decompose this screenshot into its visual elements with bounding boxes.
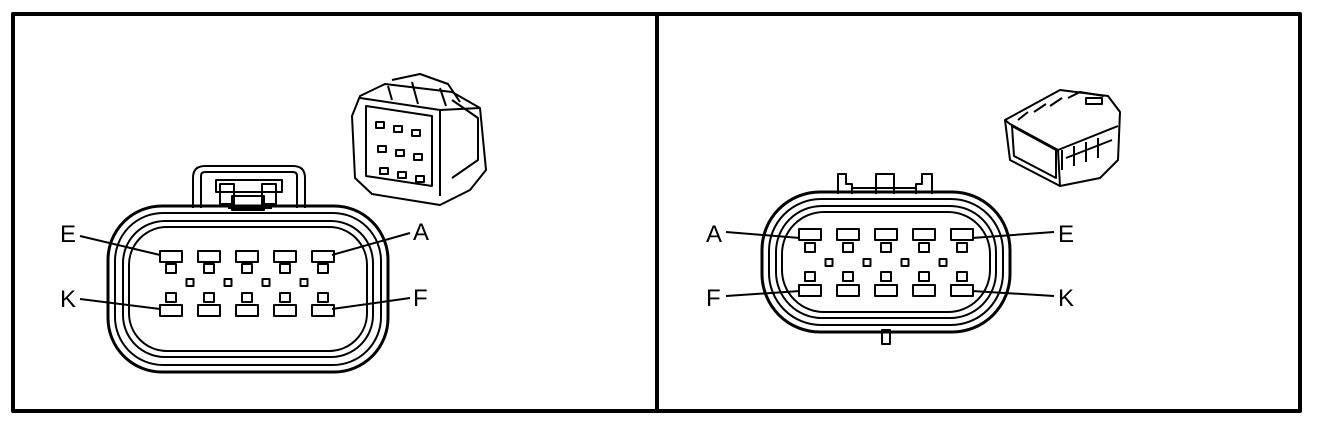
leader-line-right-tr (971, 231, 1055, 239)
pin-label-left-top-right: A (413, 219, 429, 246)
cavity-latch (880, 242, 892, 253)
cavity-pin (862, 258, 872, 267)
connector-face-left (106, 165, 390, 374)
cavity-latch (880, 271, 892, 282)
cavity-slot (836, 284, 860, 297)
cavity-slot (950, 284, 974, 297)
connector-3d-view-left (351, 73, 487, 206)
cavity-pin (299, 278, 309, 287)
pin-label-right-bottom-left: F (706, 285, 721, 312)
pin-label-right-bottom-right: K (1058, 285, 1074, 312)
cavity-slot (235, 304, 259, 317)
cavity-slot (197, 250, 221, 263)
cavity-slot (159, 304, 183, 317)
cavity-latch (956, 271, 968, 282)
leader-line-right-tl (725, 231, 801, 239)
cavity-latch (956, 242, 968, 253)
cavity-latch (918, 242, 930, 253)
cavity-slot (912, 284, 936, 297)
cavity-slot (197, 304, 221, 317)
cavity-slot (159, 250, 183, 263)
leader-line-left-br (331, 297, 411, 310)
cavity-latch (317, 292, 329, 303)
cavity-latch (918, 271, 930, 282)
cavity-slot (273, 304, 297, 317)
cavity-latch (241, 263, 253, 274)
cavity-slot (912, 228, 936, 241)
cavity-slot (874, 284, 898, 297)
cavity-slot (798, 228, 822, 241)
leader-line-right-bl (725, 290, 801, 297)
cavity-latch (804, 242, 816, 253)
cavity-pin (223, 278, 233, 287)
cavity-slot (273, 250, 297, 263)
pin-label-right-top-left: A (706, 221, 722, 248)
cavity-grid-right (798, 228, 974, 297)
connector-3d-view-right (1004, 89, 1121, 187)
cavity-pin (261, 278, 271, 287)
cavity-latch (804, 271, 816, 282)
cavity-grid-left (159, 250, 335, 317)
cavity-slot (950, 228, 974, 241)
cavity-slot (874, 228, 898, 241)
cavity-pin (900, 258, 910, 267)
cavity-latch (842, 271, 854, 282)
leader-line-right-br (971, 290, 1055, 297)
pin-label-right-top-right: E (1058, 221, 1074, 248)
cavity-latch (165, 292, 177, 303)
cavity-pin (824, 258, 834, 267)
pin-label-left-bottom-right: F (413, 285, 428, 312)
connector-face-right (760, 173, 1012, 345)
cavity-pin (185, 278, 195, 287)
panel-frame-right (655, 12, 1302, 413)
leader-line-left-tl (79, 235, 161, 256)
cavity-latch (279, 263, 291, 274)
leader-line-left-tr (331, 232, 411, 256)
cavity-latch (203, 263, 215, 274)
pin-label-left-top-left: E (60, 221, 76, 248)
cavity-slot (836, 228, 860, 241)
cavity-slot (798, 284, 822, 297)
cavity-slot (235, 250, 259, 263)
cavity-latch (203, 292, 215, 303)
cavity-pin (938, 258, 948, 267)
cavity-slot (311, 304, 335, 317)
cavity-latch (279, 292, 291, 303)
cavity-latch (842, 242, 854, 253)
cavity-latch (241, 292, 253, 303)
cavity-latch (317, 263, 329, 274)
pin-label-left-bottom-left: K (60, 286, 76, 313)
cavity-latch (165, 263, 177, 274)
leader-line-left-bl (79, 298, 161, 310)
cavity-slot (311, 250, 335, 263)
